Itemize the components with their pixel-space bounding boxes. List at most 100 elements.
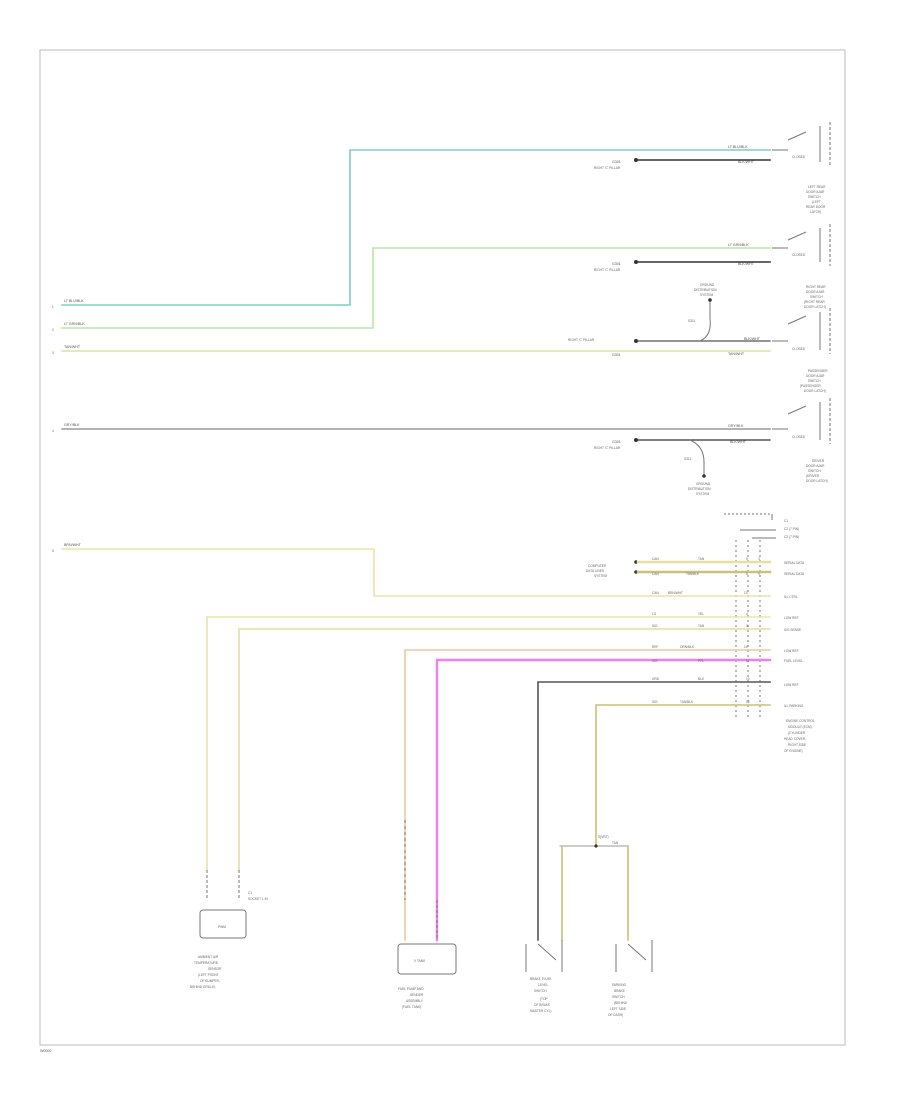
switch2-wire-a: LT GRN/BLK — [728, 243, 749, 247]
svg-text:OF ENGINE): OF ENGINE) — [784, 749, 803, 753]
parking-brake-switch-symbol — [615, 940, 653, 972]
svg-text:HEAD COVER,: HEAD COVER, — [784, 737, 806, 741]
switch2-wire-b: BLK/WHT — [738, 262, 755, 266]
brake-splice-note: TAN — [612, 841, 619, 845]
svg-text:AMBIENT AIR: AMBIENT AIR — [198, 955, 219, 959]
svg-text:TAN/BLK: TAN/BLK — [680, 700, 694, 704]
switch1-symbol — [772, 122, 831, 166]
switch1-wire-b: BLK/WHT — [738, 160, 755, 164]
ground-dot-switch1 — [634, 158, 638, 162]
svg-text:REAR DOOR: REAR DOOR — [806, 205, 826, 209]
svg-text:SYSTEM: SYSTEM — [594, 574, 607, 578]
module-rows: CAN TAN 5 3 SERIAL DATA CAN TAN/BLK 6 4 … — [652, 557, 805, 708]
switch2-symbol — [772, 224, 831, 266]
switch4-ground-note: RIGHT 'C' PILLAR — [594, 446, 621, 450]
svg-text:DOOR AJAR: DOOR AJAR — [806, 290, 825, 294]
svg-text:CAN: CAN — [652, 557, 659, 561]
switch3-wire-b: BLK/WHT — [744, 337, 761, 341]
svg-text:LEFT REAR: LEFT REAR — [808, 185, 826, 189]
svg-text:CAN: CAN — [652, 591, 659, 595]
wire-fuel-ppl — [435, 658, 772, 942]
svg-text:DOOR AJAR: DOOR AJAR — [806, 464, 825, 468]
ref-dot-switch3 — [708, 298, 712, 302]
ref-dot-switch4 — [702, 474, 706, 478]
left-wire-label-2: LT GRN/BLK — [64, 322, 85, 326]
svg-text:SWITCH: SWITCH — [808, 195, 821, 199]
svg-text:ORN/BLK: ORN/BLK — [680, 645, 695, 649]
ambient-sensor-pin-label: C1 — [248, 891, 252, 895]
svg-text:BRAKE: BRAKE — [614, 989, 625, 993]
wire-ambient-yel — [206, 616, 771, 871]
left-pin-3: 3 — [52, 351, 54, 355]
switch3-symbol — [772, 308, 831, 354]
svg-text:FUEL LEVEL: FUEL LEVEL — [784, 659, 803, 663]
svg-text:LATCH): LATCH) — [810, 210, 821, 214]
svg-text:PARKING: PARKING — [612, 983, 627, 987]
switch3-ground-note: RIGHT 'C' PILLAR — [568, 338, 595, 342]
svg-text:C2 (7 PIN): C2 (7 PIN) — [784, 527, 799, 531]
switch4-wire-b: BLK/WHT — [730, 440, 747, 444]
splice-s311-upper — [699, 300, 711, 342]
left-wire-label-1: LT BLU/BLK — [64, 299, 84, 303]
svg-text:RIGHT REAR: RIGHT REAR — [806, 285, 826, 289]
svg-text:SWITCH: SWITCH — [808, 379, 821, 383]
svg-text:SENSOR: SENSOR — [208, 967, 222, 971]
module-ref-left: COMPUTER DATA LINES SYSTEM — [586, 564, 607, 578]
svg-text:SIG: SIG — [652, 700, 658, 704]
module-connector-columns — [735, 540, 761, 720]
left-pin-5: 5 — [52, 549, 54, 553]
svg-text:ASSEMBLY: ASSEMBLY — [406, 999, 424, 1003]
svg-text:COMPUTER: COMPUTER — [588, 564, 607, 568]
svg-text:YEL: YEL — [698, 612, 704, 616]
svg-text:(FUEL TANK): (FUEL TANK) — [402, 1005, 421, 1009]
switch1-wire-a: LT BLU/BLK — [728, 145, 748, 149]
svg-text:4: 4 — [758, 572, 760, 576]
svg-text:12: 12 — [746, 700, 750, 704]
svg-text:C3 (7 PIN): C3 (7 PIN) — [784, 535, 799, 539]
left-wire-label-5: BRN/WHT — [64, 543, 82, 547]
svg-text:SWITCH: SWITCH — [808, 469, 821, 473]
switch3-wire-a: TAN/WHT — [728, 352, 745, 356]
fuel-sender-connector — [404, 820, 438, 940]
svg-text:GRD: GRD — [652, 677, 660, 681]
module-connector-header: C1 C2 (7 PIN) C3 (7 PIN) — [724, 513, 799, 539]
parking-brake-switch-name: PARKING BRAKE SWITCH (BEHIND LEFT SIDE O… — [608, 983, 628, 1017]
svg-text:5: 5 — [746, 557, 748, 561]
fuel-sender-name: FUEL PUMP AND SENDER ASSEMBLY (FUEL TANK… — [398, 987, 424, 1009]
switch4-ground: G301 — [612, 440, 621, 444]
svg-text:SIG: SIG — [652, 624, 658, 628]
brake-fluid-switch-symbol — [525, 940, 563, 972]
svg-text:CAN: CAN — [652, 572, 659, 576]
switch3-name: PASSENGER DOOR AJAR SWITCH (PASSENGER DO… — [800, 369, 828, 393]
ambient-sensor-body-label: PWM — [218, 925, 226, 929]
svg-text:11: 11 — [746, 659, 750, 663]
switch1-name: LEFT REAR DOOR AJAR SWITCH (LEFT REAR DO… — [806, 185, 826, 214]
switch4-ref: GROUND DISTRIBUTION SYSTEM — [688, 482, 711, 496]
svg-text:SYSTEM: SYSTEM — [700, 293, 713, 297]
splice-s311-lower — [689, 439, 705, 476]
svg-text:FUEL PUMP AND: FUEL PUMP AND — [398, 987, 424, 991]
svg-text:TEMPERATURE: TEMPERATURE — [194, 961, 218, 965]
svg-text:TAN: TAN — [698, 557, 705, 561]
svg-text:(TOP: (TOP — [540, 997, 548, 1001]
svg-text:PASSENGER: PASSENGER — [808, 369, 828, 373]
left-wire-label-4: GRY/BLK — [64, 423, 80, 427]
ground-dot-switch4 — [634, 438, 638, 442]
svg-text:GROUND: GROUND — [700, 283, 715, 287]
wire-lt-blue — [61, 149, 771, 306]
splice-dot-brake — [594, 844, 598, 848]
svg-text:(DRIVER: (DRIVER — [806, 474, 820, 478]
left-pin-4: 4 — [52, 429, 54, 433]
svg-text:(CYLINDER: (CYLINDER — [788, 731, 806, 735]
svg-text:DOOR AJAR: DOOR AJAR — [806, 374, 825, 378]
svg-text:(LEFT: (LEFT — [812, 200, 821, 204]
wire-brown-white — [61, 548, 771, 597]
svg-text:DATA LINES: DATA LINES — [586, 569, 604, 573]
switch4-splice: S311 — [684, 457, 691, 461]
left-pin-2: 2 — [52, 328, 54, 332]
svg-text:LEVEL: LEVEL — [538, 983, 548, 987]
switch4-symbol — [772, 398, 831, 444]
svg-text:DOOR AJAR: DOOR AJAR — [806, 190, 825, 194]
svg-text:SENDER: SENDER — [410, 993, 424, 997]
